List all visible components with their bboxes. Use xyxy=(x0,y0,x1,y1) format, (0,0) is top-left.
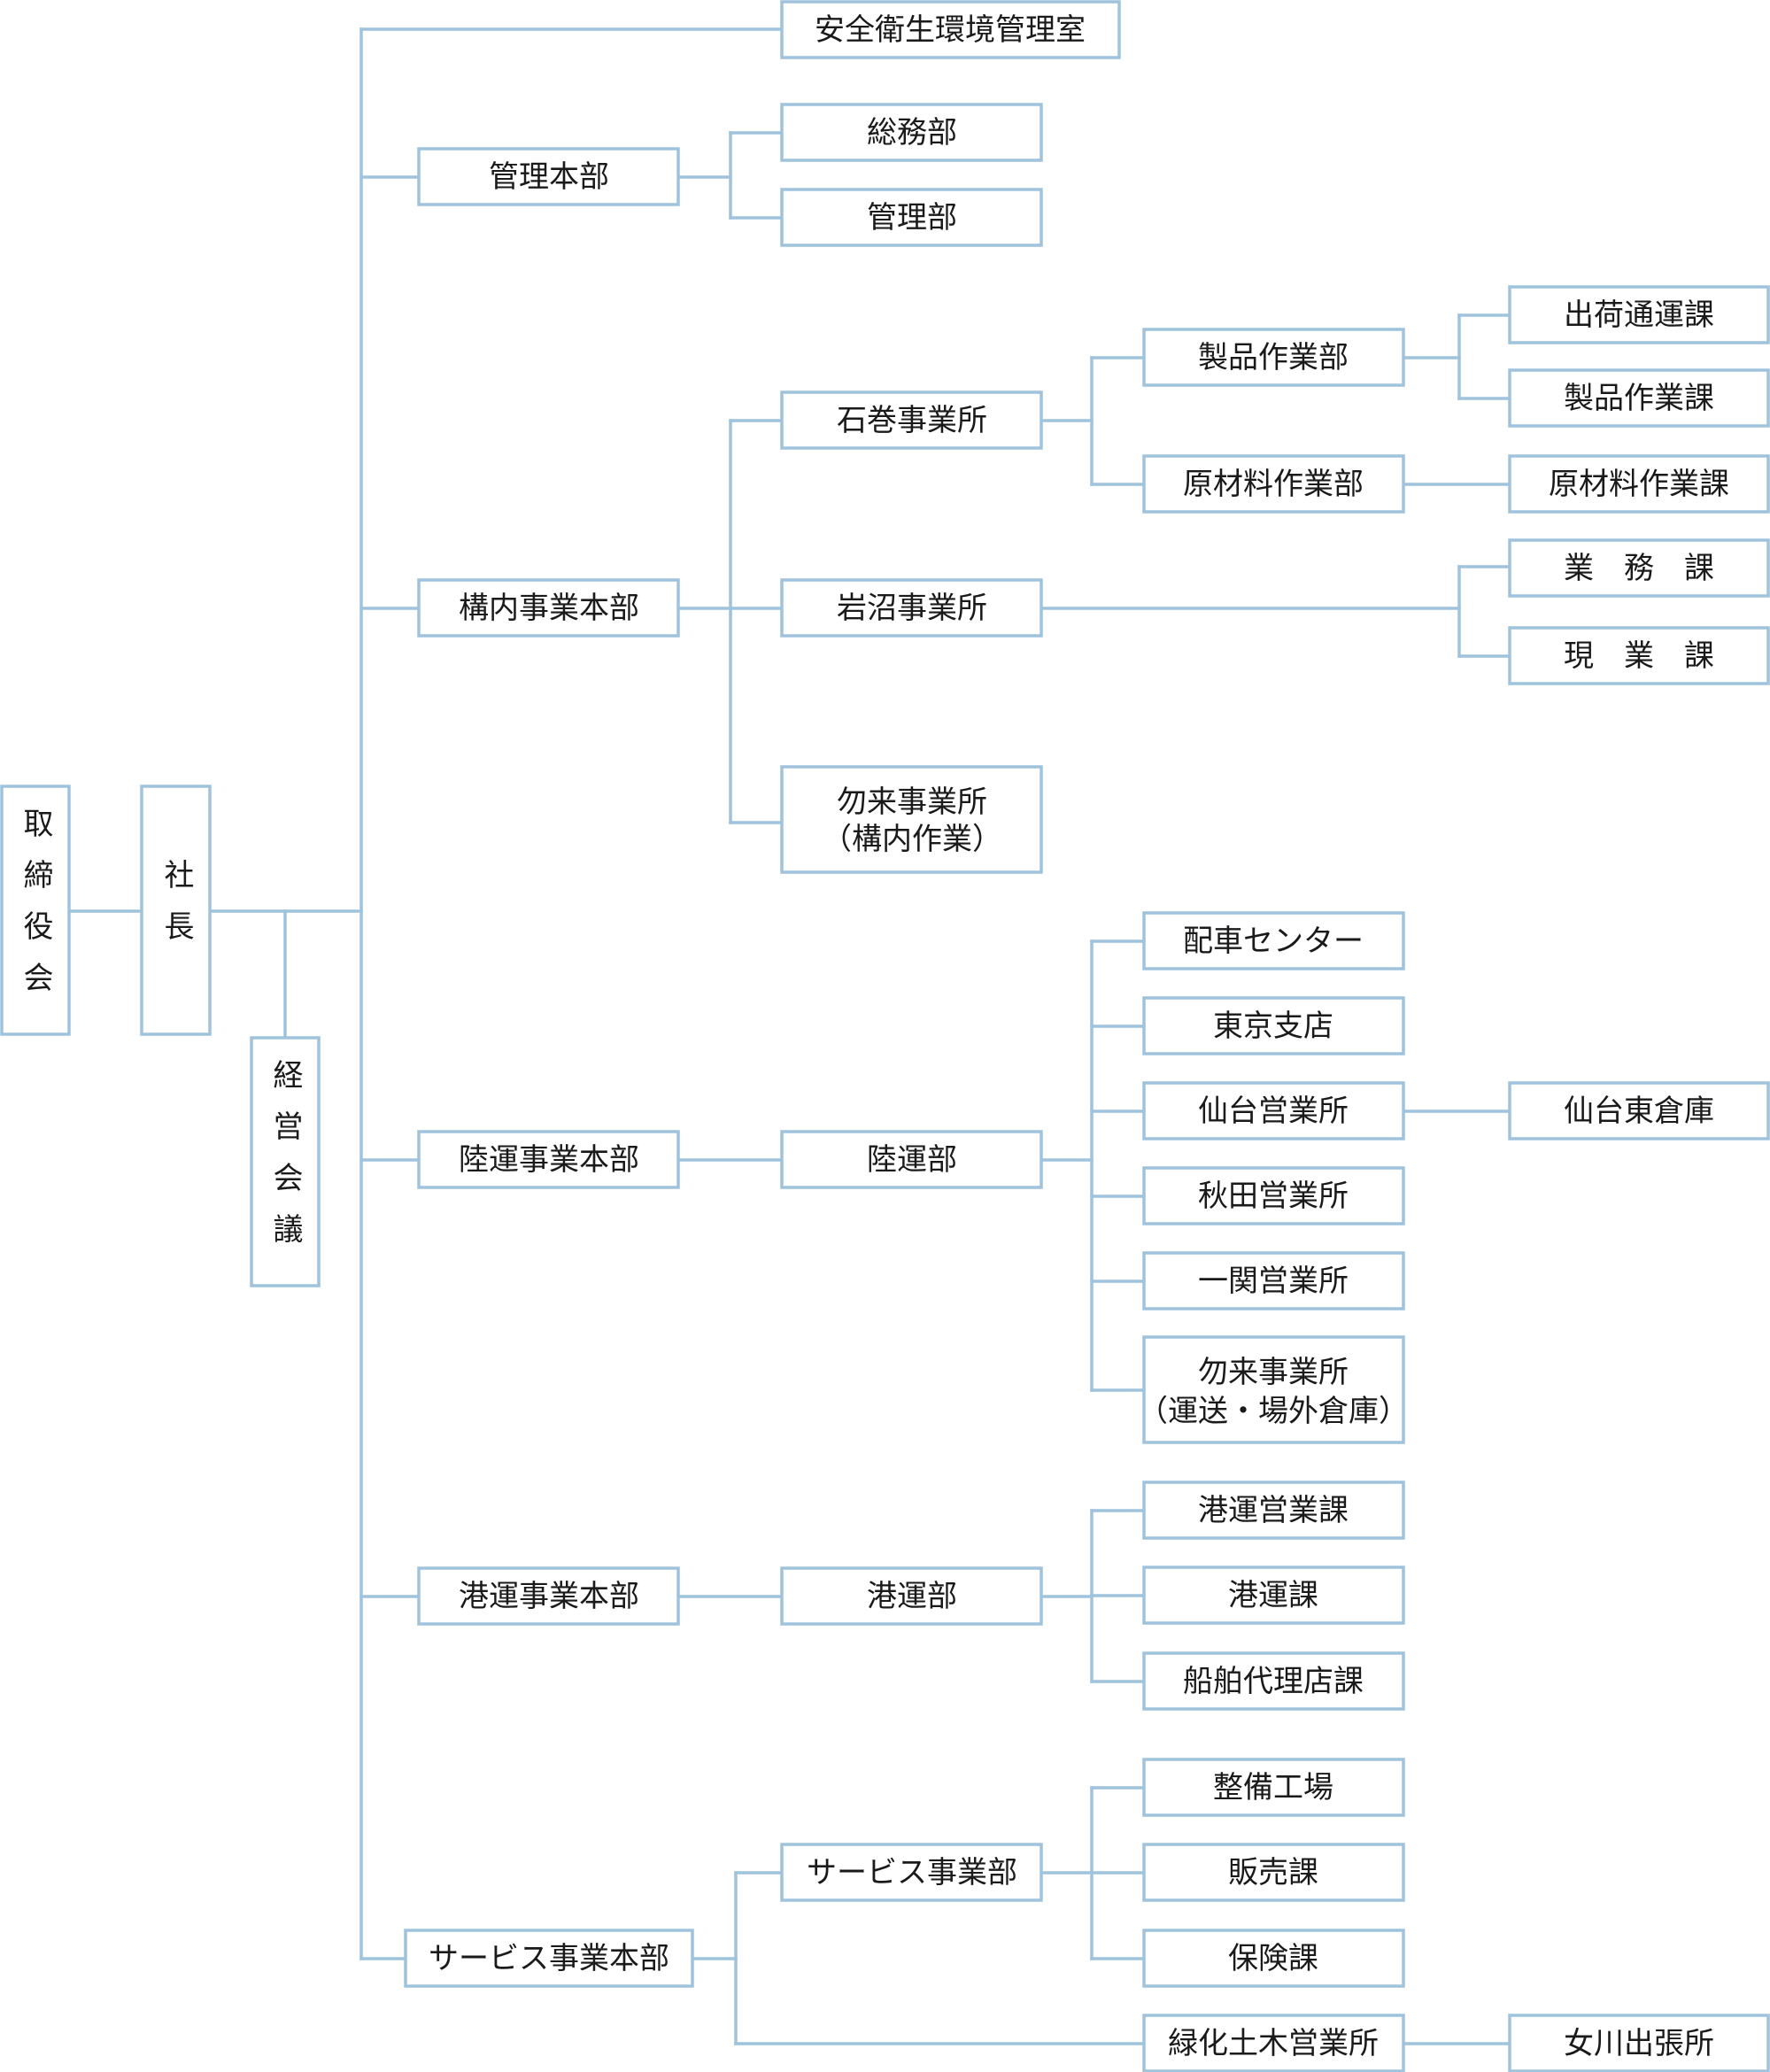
sendai-sales-label: 仙台営業所 xyxy=(1198,1094,1349,1129)
port-section-box[interactable]: 港運課 xyxy=(1142,1566,1405,1625)
dispatch-center-label: 配車センター xyxy=(1183,924,1364,959)
sendai-east-warehouse-box[interactable]: 仙台東倉庫 xyxy=(1508,1081,1770,1140)
iwanuma-office-box[interactable]: 岩沼事業所 xyxy=(780,578,1043,638)
land-hq-box[interactable]: 陸運事業本部 xyxy=(417,1130,680,1189)
port-section-label: 港運課 xyxy=(1228,1578,1318,1613)
land-dept-box[interactable]: 陸運部 xyxy=(780,1130,1043,1189)
ship-agency-section-label: 船舶代理店課 xyxy=(1183,1664,1364,1699)
land-hq-label: 陸運事業本部 xyxy=(459,1142,639,1178)
dispatch-center-box[interactable]: 配車センター xyxy=(1142,911,1405,970)
land-dept-label: 陸運部 xyxy=(867,1142,957,1178)
ishinomaki-office-box[interactable]: 石巻事業所 xyxy=(780,390,1043,450)
tokyo-branch-box[interactable]: 東京支店 xyxy=(1142,996,1405,1055)
field-section-label: 現 業 課 xyxy=(1564,638,1714,674)
shipping-section-label: 出荷通運課 xyxy=(1564,298,1714,333)
ship-agency-section-box[interactable]: 船舶代理店課 xyxy=(1142,1651,1405,1711)
premises-hq-label: 構内事業本部 xyxy=(459,591,639,626)
port-sales-section-label: 港運営業課 xyxy=(1198,1493,1349,1528)
premises-hq-box[interactable]: 構内事業本部 xyxy=(417,578,680,638)
president-box[interactable]: 社長 xyxy=(140,785,212,1036)
raw-material-dept-label: 原材料作業部 xyxy=(1183,467,1364,502)
service-hq-label: サービス事業本部 xyxy=(429,1941,669,1976)
management-meeting-box[interactable]: 経営会議 xyxy=(250,1036,321,1287)
raw-material-dept-box[interactable]: 原材料作業部 xyxy=(1142,454,1405,514)
nakoso-premises-label-line2: （構内作業） xyxy=(822,822,1002,857)
ishinomaki-office-label: 石巻事業所 xyxy=(837,403,987,438)
iwanuma-office-label: 岩沼事業所 xyxy=(837,591,987,626)
business-section-label: 業 務 課 xyxy=(1564,551,1714,586)
sendai-sales-box[interactable]: 仙台営業所 xyxy=(1142,1081,1405,1140)
safety-office-label: 安全衛生環境管理室 xyxy=(815,12,1086,48)
akita-sales-label: 秋田営業所 xyxy=(1198,1179,1349,1214)
ichinoseki-sales-box[interactable]: 一関営業所 xyxy=(1142,1251,1405,1310)
greening-office-box[interactable]: 緑化土木営業所 xyxy=(1142,2014,1405,2072)
nakoso-transport-label-line1: 勿来事業所 xyxy=(1198,1355,1349,1390)
administration-box[interactable]: 管理部 xyxy=(780,188,1043,247)
service-hq-box[interactable]: サービス事業本部 xyxy=(404,1929,694,1988)
onagawa-branch-box[interactable]: 女川出張所 xyxy=(1508,2014,1770,2072)
sales-section-box[interactable]: 販売課 xyxy=(1142,1843,1405,1902)
admin-hq-box[interactable]: 管理本部 xyxy=(417,147,680,206)
president-label: 社長 xyxy=(158,859,194,962)
greening-office-label: 緑化土木営業所 xyxy=(1168,2026,1379,2061)
port-hq-box[interactable]: 港運事業本部 xyxy=(417,1566,680,1626)
nakoso-transport-box[interactable]: 勿来事業所 （運送・場外倉庫） xyxy=(1138,1335,1409,1444)
insurance-section-box[interactable]: 保険課 xyxy=(1142,1929,1405,1988)
shipping-section-box[interactable]: 出荷通運課 xyxy=(1508,285,1770,344)
administration-label: 管理部 xyxy=(867,200,957,236)
product-work-section-box[interactable]: 製品作業課 xyxy=(1508,368,1770,428)
nakoso-premises-box[interactable]: 勿来事業所 （構内作業） xyxy=(780,765,1043,874)
sendai-east-warehouse-label: 仙台東倉庫 xyxy=(1564,1094,1714,1129)
business-section-box[interactable]: 業 務 課 xyxy=(1508,538,1770,598)
field-section-box[interactable]: 現 業 課 xyxy=(1508,626,1770,685)
general-affairs-box[interactable]: 総務部 xyxy=(780,103,1043,162)
management-meeting-label: 経営会議 xyxy=(267,1059,303,1264)
service-dept-label: サービス事業部 xyxy=(807,1855,1017,1890)
safety-office-box[interactable]: 安全衛生環境管理室 xyxy=(780,0,1121,59)
nakoso-premises-label-line1: 勿来事業所 xyxy=(837,785,987,820)
port-hq-label: 港運事業本部 xyxy=(459,1579,639,1614)
nakoso-transport-label-line2: （運送・場外倉庫） xyxy=(1138,1394,1409,1429)
ichinoseki-sales-label: 一関営業所 xyxy=(1198,1264,1349,1299)
port-dept-box[interactable]: 港運部 xyxy=(780,1566,1043,1626)
onagawa-branch-label: 女川出張所 xyxy=(1564,2026,1714,2061)
admin-hq-label: 管理本部 xyxy=(489,159,609,195)
product-work-section-label: 製品作業課 xyxy=(1564,381,1714,416)
product-work-dept-box[interactable]: 製品作業部 xyxy=(1142,328,1405,387)
board-label: 取締役会 xyxy=(18,808,53,1013)
insurance-section-label: 保険課 xyxy=(1228,1941,1318,1976)
raw-material-section-label: 原材料作業課 xyxy=(1549,467,1729,502)
connector-lines xyxy=(67,27,1511,2045)
service-dept-box[interactable]: サービス事業部 xyxy=(780,1843,1043,1902)
port-sales-section-box[interactable]: 港運営業課 xyxy=(1142,1481,1405,1540)
maintenance-shop-label: 整備工場 xyxy=(1213,1770,1333,1805)
tokyo-branch-label: 東京支店 xyxy=(1213,1009,1333,1044)
product-work-dept-label: 製品作業部 xyxy=(1198,340,1349,375)
port-dept-label: 港運部 xyxy=(867,1579,957,1614)
general-affairs-label: 総務部 xyxy=(867,115,957,151)
maintenance-shop-box[interactable]: 整備工場 xyxy=(1142,1758,1405,1817)
board-box[interactable]: 取締役会 xyxy=(0,785,71,1036)
akita-sales-box[interactable]: 秋田営業所 xyxy=(1142,1166,1405,1225)
raw-material-section-box[interactable]: 原材料作業課 xyxy=(1508,454,1770,514)
sales-section-label: 販売課 xyxy=(1228,1855,1318,1890)
